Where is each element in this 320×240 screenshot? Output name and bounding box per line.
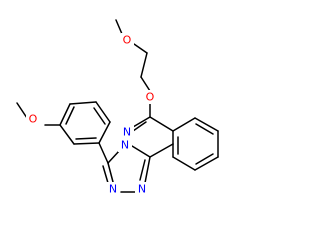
bond-aryl-4 [69,101,97,105]
bond-c4-n3-double [132,121,147,132]
bond-aryl-5 [95,101,111,123]
bond-c3-aryl [98,142,109,164]
bond-benzo-4 [194,156,219,171]
bond-o-ch2-top [133,43,148,54]
atom-n-bridge: N [121,139,129,152]
bond-n-bridge-c3 [107,149,121,164]
bond-benzo-2-inner [195,123,214,135]
bond-c3-n2 [107,162,114,183]
bond-benzo-2 [194,117,219,132]
bond-c10b-n-bridge [131,145,151,158]
bond-aryl-3 [59,103,71,126]
atom-n-pyridazine: N [123,126,131,139]
bond-methyl-o-top [115,19,123,35]
bond-n1-c10b-double [139,159,146,181]
bond-benzo-1 [172,117,196,132]
bond-aryl-5-inner [93,107,106,125]
bond-c4-n3 [132,116,151,128]
bond-ch2-ch2 [140,52,148,78]
atom-labels: O O O N N N N [26,33,157,196]
bond-benzo-4-inner [195,153,214,165]
atom-o-methoxyethyl: O [123,34,132,47]
atom-o-anisyl: O [29,113,38,126]
bond-aryl-1-inner [75,137,97,140]
bond-n1-c10b [144,156,151,184]
bond-c3-n2-double [102,165,109,184]
bond-aryl-3-inner [65,106,75,125]
bond-aryl-1 [73,142,100,145]
atom-n-triazole-left: N [109,183,117,196]
bond-aryl-2 [59,124,75,145]
bond-lines [16,19,219,193]
atom-n-triazole-right: N [138,183,146,196]
atom-o-ether: O [146,91,155,104]
bond-aryl-6 [98,121,111,144]
bond-ch2-o-ether [140,76,151,92]
bond-c10b-c10a [149,143,174,158]
bond-o-anisyl-methyl [16,102,28,119]
bond-benzo-5 [172,156,196,171]
molecule-diagram: O O O N N N N [16,19,219,196]
bond-c4-c4a [149,116,174,132]
